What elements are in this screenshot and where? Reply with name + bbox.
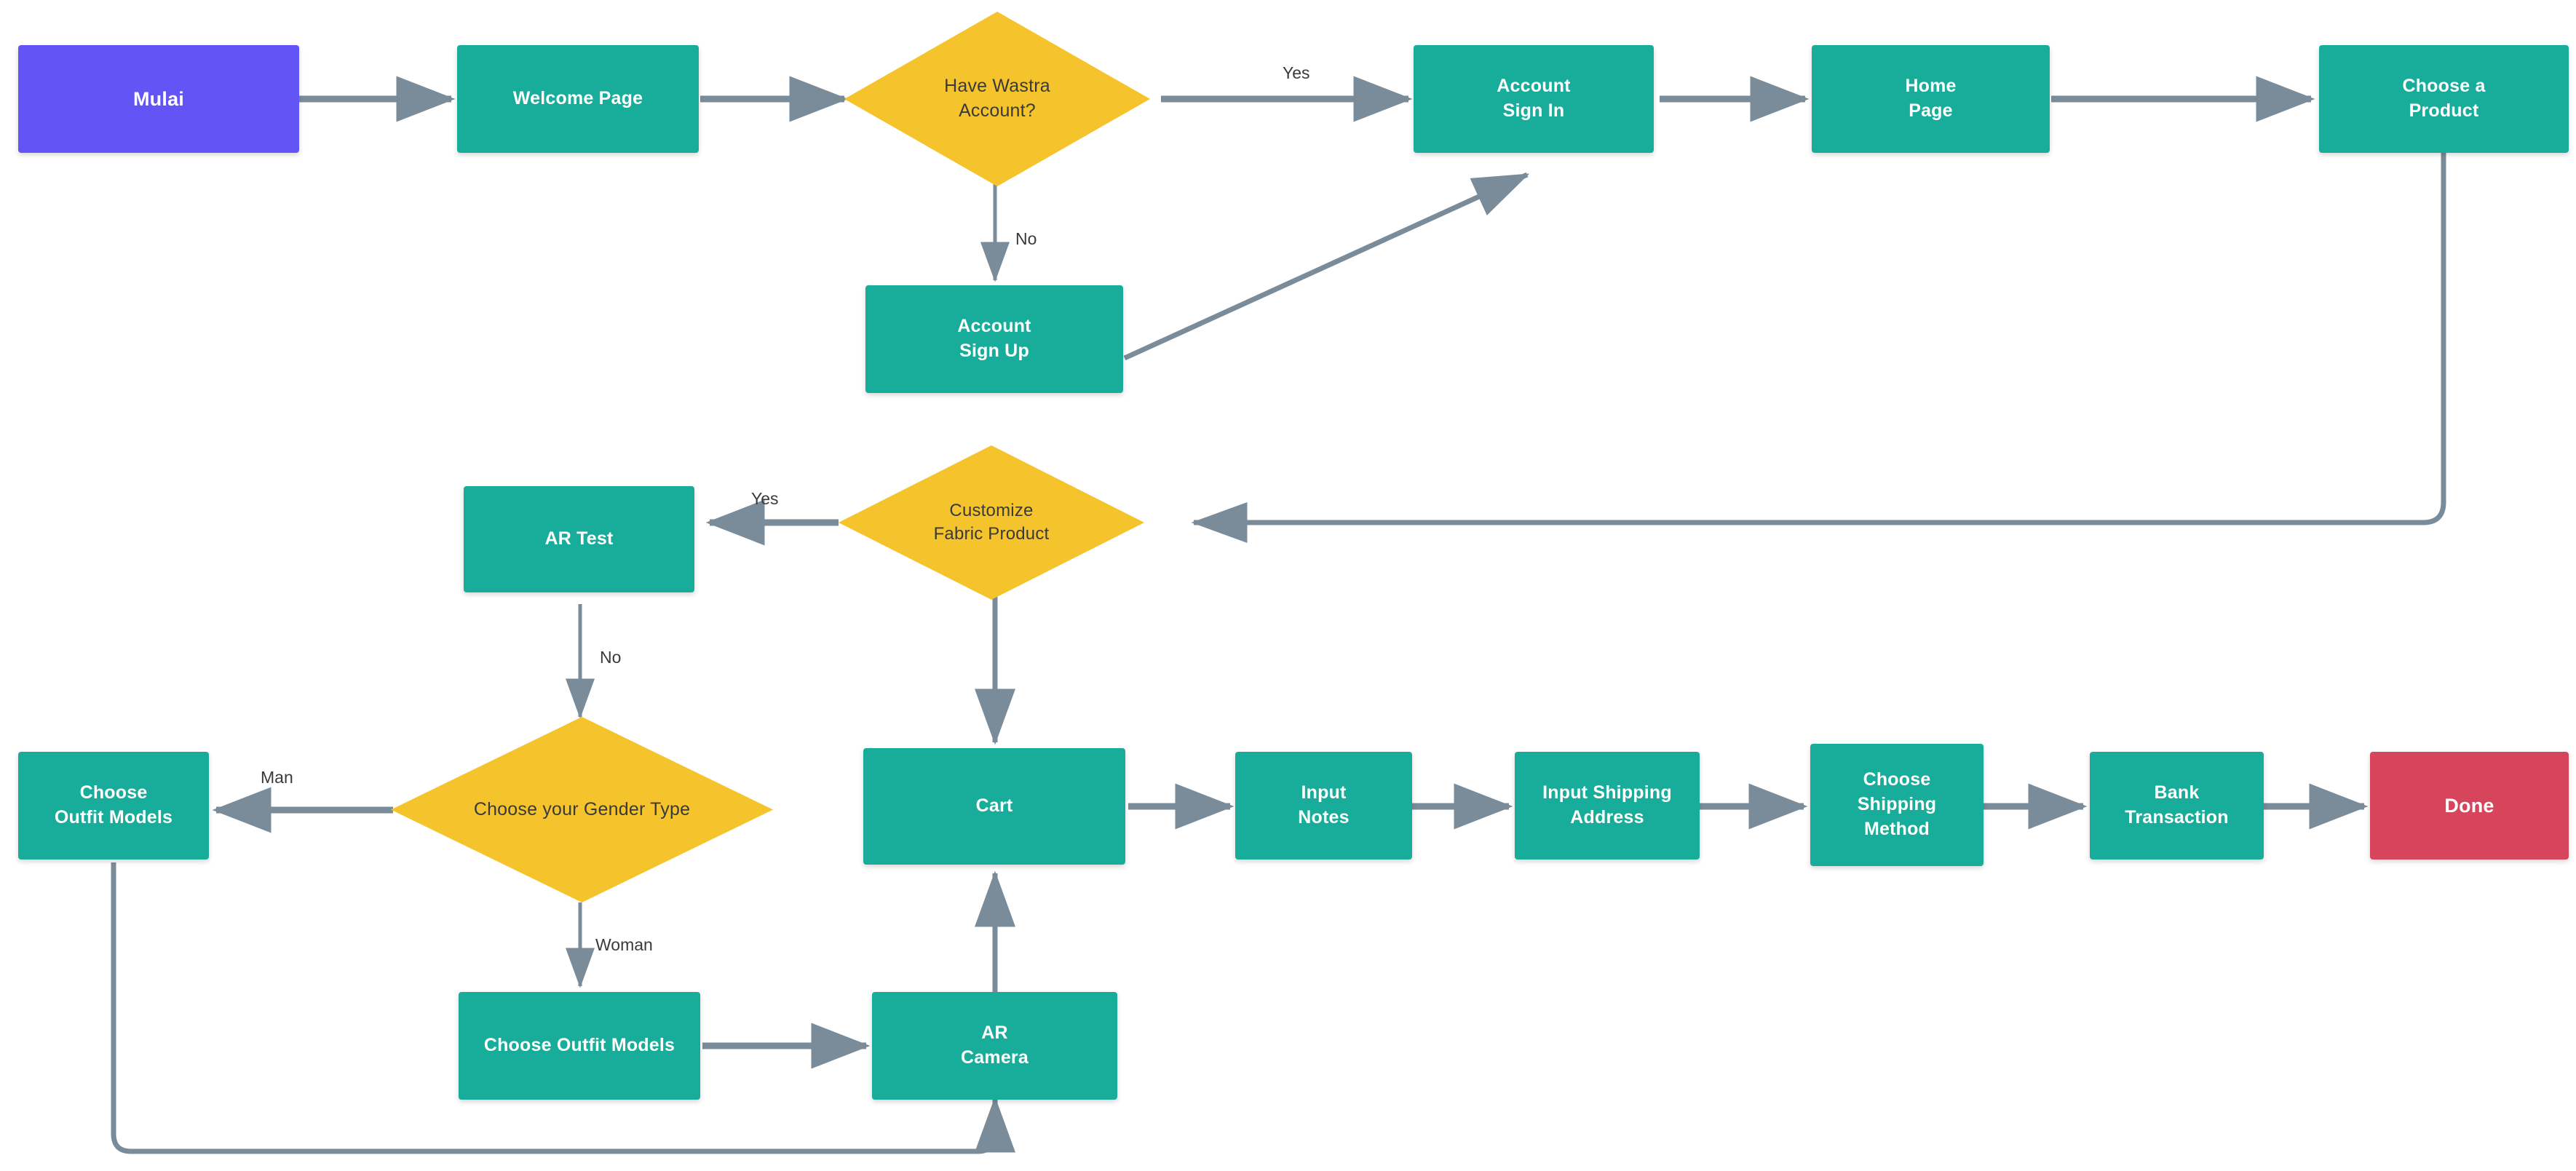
node-have-wastra-account[interactable]: Have Wastra Account?	[844, 12, 1150, 186]
node-label: Choose a Product	[2402, 76, 2486, 121]
node-bank-transaction[interactable]: Bank Transaction	[2090, 752, 2264, 860]
node-input-shipping-address[interactable]: Input Shipping Address	[1515, 752, 1700, 860]
node-label: Input Notes	[1298, 782, 1350, 827]
edge-choose-product-customize	[1191, 148, 2446, 543]
node-label: Choose your Gender Type	[473, 798, 691, 819]
node-customize-fabric-product[interactable]: Customize Fabric Product	[839, 445, 1144, 600]
node-label: Cart	[975, 795, 1013, 817]
node-choose-outfit-models-woman[interactable]: Choose Outfit Models	[459, 992, 700, 1100]
edge-label-no-account: No	[1015, 229, 1037, 248]
node-label: Mulai	[132, 87, 184, 110]
node-choose-shipping-method[interactable]: Choose Shipping Method	[1810, 744, 1983, 866]
node-choose-your-gender-type[interactable]: Choose your Gender Type	[391, 717, 773, 902]
node-done[interactable]: Done	[2370, 752, 2569, 860]
node-label: Choose Shipping Method	[1857, 769, 1937, 839]
node-ar-test[interactable]: AR Test	[464, 486, 694, 592]
edge-label-man: Man	[261, 768, 293, 787]
node-ar-camera[interactable]: AR Camera	[872, 992, 1117, 1100]
node-label: Choose Outfit Models	[54, 782, 173, 827]
node-account-sign-up[interactable]: Account Sign Up	[865, 285, 1123, 393]
edge-label-yes-account: Yes	[1283, 63, 1310, 82]
node-choose-outfit-models-man[interactable]: Choose Outfit Models	[18, 752, 209, 860]
node-label: Account Sign Up	[957, 316, 1031, 361]
node-label: Input Shipping Address	[1542, 782, 1672, 827]
node-choose-a-product[interactable]: Choose a Product	[2319, 45, 2569, 153]
node-label: AR Camera	[961, 1023, 1029, 1068]
node-home-page[interactable]: Home Page	[1812, 45, 2050, 153]
node-label: Choose Outfit Models	[483, 1035, 675, 1056]
node-label: AR Test	[544, 528, 614, 549]
node-account-sign-in[interactable]: Account Sign In	[1414, 45, 1654, 153]
node-input-notes[interactable]: Input Notes	[1235, 752, 1412, 860]
node-label: Done	[2444, 794, 2494, 817]
edge-label-yes-customize: Yes	[751, 489, 779, 508]
node-cart[interactable]: Cart	[863, 748, 1125, 865]
node-label: Account Sign In	[1497, 76, 1571, 121]
node-label: Customize Fabric Product	[933, 500, 1050, 544]
node-label: Have Wastra Account?	[944, 76, 1050, 121]
edge-label-no-artest: No	[600, 648, 622, 667]
node-welcome-page[interactable]: Welcome Page	[457, 45, 699, 153]
node-label: Home Page	[1905, 76, 1957, 121]
node-label: Welcome Page	[512, 88, 643, 109]
edge-label-woman: Woman	[595, 935, 653, 954]
node-label: Bank Transaction	[2125, 782, 2229, 827]
node-mulai[interactable]: Mulai	[18, 45, 299, 153]
edge-sign-up-sign-in	[1123, 172, 1530, 361]
